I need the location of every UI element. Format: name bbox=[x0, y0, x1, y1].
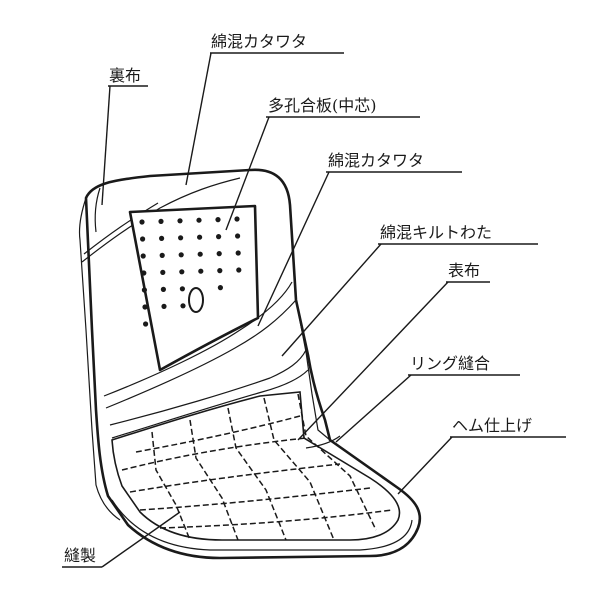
board-hole bbox=[141, 287, 147, 293]
board-hole bbox=[234, 216, 240, 222]
callout-quilt-batting: 綿混キルトわた bbox=[281, 223, 538, 357]
board-hole bbox=[143, 321, 149, 327]
cotton-wadding-band-2 bbox=[103, 281, 293, 397]
label-cotton-wadding-mid: 綿混カタワタ bbox=[328, 151, 424, 170]
quilt-panel-outline bbox=[111, 391, 401, 541]
board-hole bbox=[142, 304, 148, 310]
leader-perforated-board bbox=[225, 116, 270, 231]
seat-hem bbox=[111, 499, 413, 551]
board-hole bbox=[140, 253, 146, 259]
board-hole bbox=[216, 234, 222, 240]
callout-back-cloth: 裏布 bbox=[101, 66, 148, 206]
board-hole bbox=[161, 303, 167, 309]
quilt-grid bbox=[121, 393, 393, 541]
board-hole bbox=[160, 286, 166, 292]
board-hole bbox=[216, 251, 222, 257]
label-stitching: 縫製 bbox=[64, 546, 96, 565]
board-hole bbox=[141, 270, 147, 276]
board-hole bbox=[159, 235, 165, 241]
board-hole bbox=[179, 286, 185, 292]
board-hole bbox=[198, 268, 204, 274]
callout-stitching: 縫製 bbox=[62, 511, 181, 568]
cotton-wadding-band bbox=[105, 299, 297, 409]
board-holes bbox=[139, 216, 242, 327]
leader-quilt-batting bbox=[281, 243, 382, 357]
board-hole bbox=[159, 252, 165, 258]
board-hole bbox=[235, 250, 241, 256]
callout-ring-seam: リング縫合 bbox=[335, 354, 520, 443]
label-quilt-batting: 綿混キルトわた bbox=[380, 223, 492, 242]
label-perforated-board: 多孔合板(中芯) bbox=[268, 96, 377, 115]
back-cloth-fold-2 bbox=[83, 202, 159, 255]
leader-ring-seam bbox=[335, 374, 412, 443]
ring-seam-line bbox=[305, 435, 341, 449]
cotton-wadding-band-3 bbox=[109, 349, 307, 426]
seat-back-join bbox=[289, 204, 331, 441]
label-front-cloth: 表布 bbox=[448, 261, 480, 280]
board-hole bbox=[177, 218, 183, 224]
callout-perforated-board: 多孔合板(中芯) bbox=[225, 96, 420, 231]
board-hole bbox=[235, 233, 241, 239]
leader-stitching bbox=[101, 511, 181, 568]
board-hole bbox=[236, 267, 242, 273]
callout-cotton-wadding-top: 綿混カタワタ bbox=[185, 32, 344, 186]
board-hole bbox=[217, 268, 223, 274]
label-back-cloth: 裏布 bbox=[109, 66, 141, 85]
label-ring-seam: リング縫合 bbox=[410, 354, 490, 373]
board-hole bbox=[215, 217, 221, 223]
callout-front-cloth: 表布 bbox=[297, 261, 490, 441]
board-hole bbox=[178, 252, 184, 258]
board-hole bbox=[139, 219, 145, 225]
board-hole bbox=[158, 218, 164, 224]
leader-front-cloth bbox=[297, 281, 449, 441]
board-hole bbox=[197, 251, 203, 257]
callout-hem-finish: ヘム仕上げ bbox=[397, 416, 566, 495]
board-center-slot bbox=[188, 287, 204, 313]
board-hole bbox=[160, 269, 166, 275]
leader-hem-finish bbox=[397, 436, 453, 495]
board-hole bbox=[180, 303, 186, 309]
board-hole bbox=[197, 234, 203, 240]
leader-cotton-wadding-mid bbox=[257, 171, 330, 327]
board-hole bbox=[196, 217, 202, 223]
board-hole bbox=[140, 236, 146, 242]
label-cotton-wadding-top: 綿混カタワタ bbox=[211, 32, 307, 51]
leader-back-cloth bbox=[101, 85, 111, 206]
label-hem-finish: ヘム仕上げ bbox=[452, 416, 532, 435]
cotton-wadding-band-4 bbox=[111, 369, 309, 439]
callout-cotton-wadding-mid: 綿混カタワタ bbox=[257, 151, 462, 327]
board-hole bbox=[178, 235, 184, 241]
board-hole bbox=[179, 269, 185, 275]
leader-cotton-wadding-top bbox=[185, 52, 212, 186]
back-cloth-fold bbox=[81, 177, 241, 263]
seat-cushion-illustration bbox=[78, 168, 422, 560]
back-cloth-inner-edge bbox=[94, 187, 101, 233]
board-hole bbox=[217, 285, 223, 291]
back-cloth-edge bbox=[78, 197, 121, 521]
